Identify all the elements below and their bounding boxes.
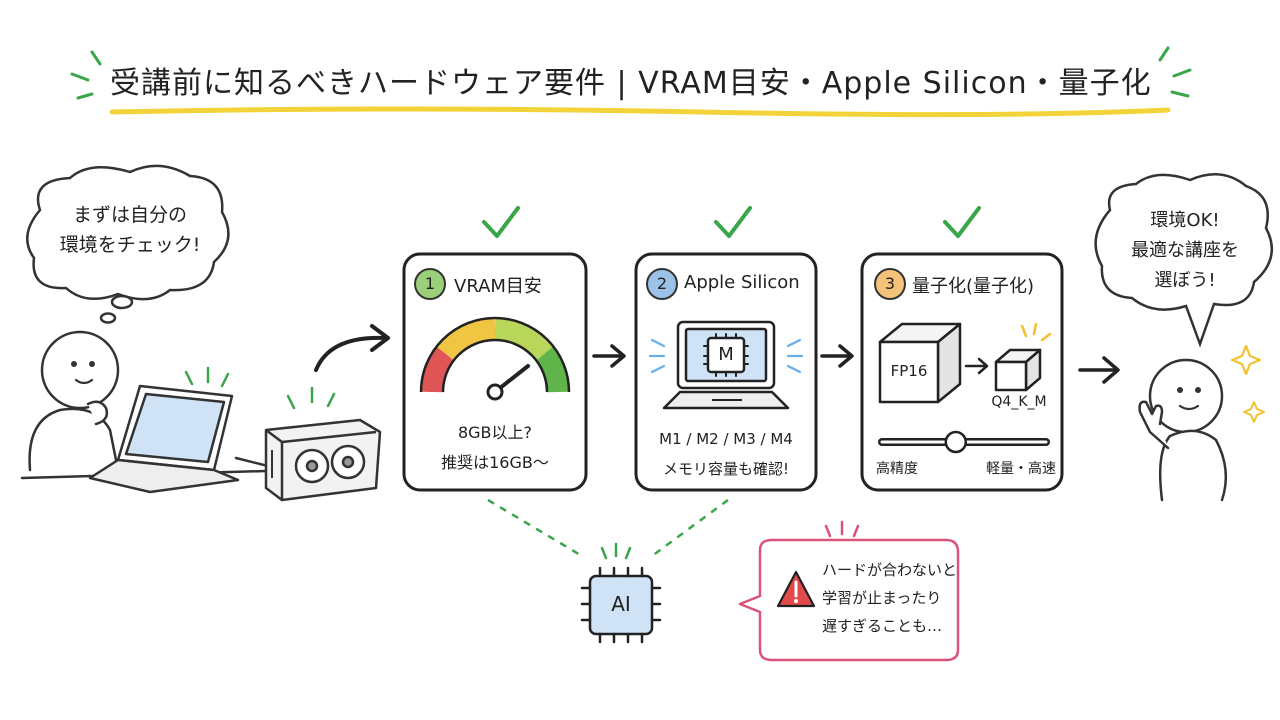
- left-bubble-line-2: 環境をチェック!: [59, 234, 201, 256]
- thought-dot-2: [99, 312, 117, 324]
- person-left-smile: [74, 378, 94, 385]
- arrow-to-card-1-head: [370, 324, 390, 352]
- person-right-face: [1177, 387, 1201, 393]
- warning-sparkle: [824, 520, 860, 538]
- speech-bubble-right: [1094, 173, 1274, 348]
- title-sparkle-left: [70, 50, 102, 100]
- person-right-smile: [1178, 404, 1200, 411]
- card-3-title: 量子化(量子化): [912, 276, 1035, 297]
- card-1-title: VRAM目安: [454, 276, 542, 297]
- slider-left-label: 高精度: [876, 461, 918, 477]
- page-title: 受講前に知るべきハードウェア要件 | VRAM目安・Apple Silicon・…: [110, 66, 1152, 101]
- card-2-number: 2: [646, 268, 678, 300]
- person-left: [28, 330, 120, 472]
- card-2-notes: M1 / M2 / M3 / M4 メモリ容量も確認!: [636, 424, 816, 484]
- arrow-to-card-1: [314, 335, 386, 372]
- card-1-line-2: 推奨は16GB〜: [441, 453, 549, 472]
- dashed-link-right: [651, 498, 729, 558]
- card-1-number: 1: [414, 268, 446, 300]
- card-1-frame: [402, 252, 588, 492]
- card-2-title: Apple Silicon: [684, 272, 800, 293]
- arrow-card-2-to-3: [820, 344, 854, 368]
- external-gpu: [264, 418, 382, 502]
- card-1-line-1: 8GB以上?: [457, 423, 533, 442]
- title-sparkle-right: [1158, 46, 1192, 98]
- small-cube-sparkle: [1020, 322, 1052, 342]
- right-bubble-line-3: 選ぼう!: [1154, 270, 1216, 291]
- fp16-label: FP16: [890, 362, 928, 380]
- card-1-notes: 8GB以上? 推奨は16GB〜: [404, 418, 586, 478]
- laptop-left: [88, 384, 240, 494]
- warning-icon: [776, 570, 816, 608]
- warning-line-2: 学習が止まったり: [822, 589, 942, 607]
- person-right: [1138, 358, 1228, 502]
- sparkle-icon-1: [1230, 344, 1262, 376]
- arrow-card-1-to-2: [592, 344, 626, 368]
- dashed-link-left: [487, 498, 583, 558]
- cube-small: [994, 348, 1042, 392]
- slider-right-label: 軽量・高速: [986, 461, 1056, 477]
- cable: [234, 456, 270, 468]
- sparkle-icon-2: [1243, 401, 1265, 423]
- title-highlight: [109, 106, 1171, 118]
- person-left-face: [71, 361, 95, 367]
- warning-bubble: [738, 538, 960, 662]
- slider-knob[interactable]: [944, 430, 968, 454]
- laptop-glow-lines: [648, 338, 804, 374]
- right-bubble-line-2: 最適な講座を: [1131, 240, 1239, 261]
- cube-large: [878, 322, 962, 404]
- arrow-card-3-to-person: [1078, 356, 1120, 384]
- warning-text: ハードが合わないと 学習が止まったり 遅すぎることも…: [822, 556, 957, 640]
- ai-chip-sparkle: [600, 542, 632, 560]
- right-bubble-line-1: 環境OK!: [1150, 210, 1220, 231]
- vram-gauge: [419, 316, 571, 401]
- thought-bubble-left: [26, 164, 230, 301]
- chip-pins: [703, 333, 749, 377]
- right-bubble-text: 環境OK! 最適な講座を 選ぼう!: [1110, 206, 1260, 296]
- ai-chip-icon: [580, 566, 662, 644]
- chip-label: M: [718, 344, 734, 365]
- warning-line-1: ハードが合わないと: [822, 561, 958, 579]
- gpu-sparkle: [286, 386, 336, 410]
- card-2-line-1: M1 / M2 / M3 / M4: [659, 430, 793, 448]
- q4km-label: Q4_K_M: [991, 394, 1047, 410]
- quantize-arrow: [964, 357, 989, 375]
- left-bubble-text: まずは自分の 環境をチェック!: [40, 200, 220, 260]
- check-icon-1: [482, 206, 520, 238]
- thought-dot-1: [110, 294, 134, 310]
- warning-line-3: 遅すぎることも…: [822, 617, 943, 635]
- check-icon-3: [943, 206, 981, 238]
- card-3-frame: [860, 252, 1064, 492]
- laptop-sparkle: [184, 366, 230, 388]
- ai-chip-label: AI: [611, 592, 631, 616]
- card-2-line-2: メモリ容量も確認!: [662, 460, 789, 478]
- check-icon-2: [714, 206, 752, 238]
- card-3-number: 3: [874, 268, 906, 300]
- left-bubble-line-1: まずは自分の: [72, 204, 187, 226]
